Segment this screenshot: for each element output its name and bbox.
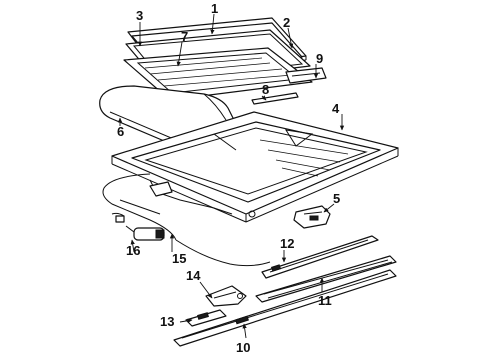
callout-8: 8 (262, 82, 269, 97)
guide-rail-upper (261, 235, 379, 279)
callout-15: 15 (172, 251, 186, 266)
deflector-strip (251, 92, 299, 105)
callout-14: 14 (186, 268, 201, 283)
callout-16: 16 (126, 243, 140, 258)
callout-4: 4 (332, 101, 340, 116)
drain-hose (102, 173, 271, 267)
callout-labels: 1 2 3 4 5 6 7 8 9 10 11 12 13 14 15 16 (117, 1, 340, 355)
panel-frame (123, 47, 313, 101)
callout-3: 3 (136, 8, 143, 23)
callout-10: 10 (236, 340, 250, 355)
callout-5: 5 (333, 191, 340, 206)
callout-1: 1 (211, 1, 218, 16)
callout-9: 9 (316, 51, 323, 66)
sunroof-housing (111, 111, 399, 223)
side-bracket (293, 205, 331, 229)
callout-13: 13 (160, 314, 174, 329)
callout-2: 2 (283, 15, 290, 30)
leader-lines (117, 13, 345, 339)
guide-rail-lower (255, 255, 397, 303)
callout-7: 7 (181, 29, 188, 44)
outer-rail (173, 269, 397, 347)
callout-6: 6 (117, 124, 124, 139)
slide-block (185, 309, 227, 327)
callout-12: 12 (280, 236, 294, 251)
lift-link (205, 285, 247, 307)
callout-11: 11 (318, 293, 332, 308)
drive-motor (111, 212, 165, 241)
